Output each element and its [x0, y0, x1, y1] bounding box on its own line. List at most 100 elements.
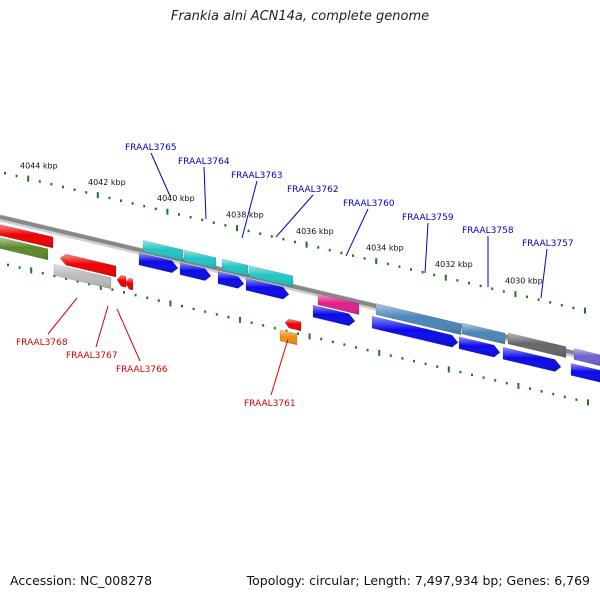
scale-tick [239, 316, 241, 323]
accession-text: Accession: NC_008278 [10, 573, 153, 588]
scale-tick [85, 191, 88, 194]
scale-tick [517, 382, 520, 389]
scale-tick [584, 307, 586, 314]
scale-tick [514, 291, 517, 298]
scale-tick [18, 266, 21, 269]
scale-tick [549, 301, 552, 304]
label-leader [95, 305, 109, 348]
gene-highlight [180, 262, 211, 281]
label-leader [275, 194, 314, 238]
scale-tick [189, 215, 192, 219]
gene-label-bottom: FRAAL3766 [116, 365, 168, 375]
scale-tick [482, 376, 485, 379]
scale-tick [444, 274, 447, 281]
scale-tick [505, 381, 508, 385]
label-leader [345, 208, 369, 257]
scale-tick [111, 288, 114, 291]
gene-highlight [222, 259, 248, 277]
scale-tick [27, 175, 30, 182]
label-leader [424, 222, 429, 274]
scale-tick [317, 246, 320, 249]
scale-tick [192, 307, 195, 311]
gene-label-top: FRAAL3763 [231, 171, 283, 181]
scale-tick [305, 241, 308, 248]
gene-highlight [60, 254, 116, 277]
scale-tick [282, 237, 285, 241]
scale-tick [537, 298, 540, 301]
scale-tick [273, 326, 276, 330]
scale-tick [76, 280, 79, 283]
scale-tick [62, 185, 64, 189]
scale-tick [529, 387, 531, 390]
gene-highlight [139, 252, 178, 273]
scale-tick [436, 365, 439, 368]
scale-tick [424, 362, 427, 366]
scale-tick [502, 290, 505, 293]
scale-tick [201, 218, 204, 222]
gene-label-bottom: FRAAL3767 [66, 351, 118, 361]
scale-tick [494, 379, 497, 382]
scale-tick [587, 399, 589, 406]
scale-tick [540, 390, 543, 393]
scale-tick [331, 340, 334, 344]
gene-highlight [0, 224, 53, 249]
gene-highlight [184, 250, 216, 269]
scale-tick [433, 273, 436, 277]
scale-tick [15, 174, 18, 178]
gene-labels: FRAAL3765FRAAL3764FRAAL3763FRAAL3762FRAA… [16, 143, 574, 409]
scale-tick [285, 329, 288, 333]
gene-label-top: FRAAL3758 [462, 226, 514, 236]
gene-label-top: FRAAL3762 [287, 185, 339, 195]
gene-label-bottom: FRAAL3761 [244, 399, 296, 409]
scale-tick [215, 313, 218, 316]
scale-tick [4, 171, 6, 175]
scale-tick [343, 343, 346, 346]
scale-tick [366, 348, 369, 352]
scale-label: 4032 kbp [435, 260, 473, 269]
gene-highlight [459, 336, 500, 358]
scale-tick [224, 224, 227, 227]
gene-label-top: FRAAL3760 [343, 199, 395, 209]
scale-tick [471, 373, 473, 377]
scale-tick [328, 248, 331, 252]
scale-tick [134, 293, 137, 297]
scale-tick [96, 192, 99, 199]
scale-tick [355, 346, 357, 349]
scale-tick [53, 274, 56, 278]
scale-tick [99, 283, 102, 290]
scale-tick [250, 321, 253, 324]
scale-label: 4038 kbp [226, 211, 264, 220]
label-leader [116, 308, 141, 362]
scale-tick [236, 225, 238, 232]
scale-tick [157, 299, 160, 302]
scale-tick [270, 235, 273, 238]
scale-tick [247, 229, 250, 233]
scale-label: 4036 kbp [296, 227, 334, 236]
gene-highlight [574, 348, 600, 366]
gene-highlight [376, 303, 461, 335]
scale-tick [479, 284, 482, 288]
inner-scale-ticks [7, 263, 589, 406]
scale-tick [259, 232, 262, 235]
topology-text: Topology: circular; Length: 7,497,934 bp… [246, 573, 590, 588]
scale-tick [459, 370, 462, 374]
scale-tick [447, 366, 450, 373]
scale-tick [227, 315, 230, 319]
gene-label-top: FRAAL3759 [402, 213, 454, 223]
scale-tick [294, 240, 296, 244]
scale-tick [468, 281, 470, 285]
scale-tick [398, 265, 401, 268]
scale-tick [375, 258, 378, 265]
scale-tick [154, 207, 157, 211]
gene-highlight [508, 332, 566, 358]
gene-highlight [503, 347, 561, 372]
scale-tick [108, 196, 111, 200]
scale-label: 4034 kbp [366, 244, 404, 253]
label-leader [47, 297, 78, 335]
scale-tick [386, 262, 389, 266]
gene-highlight [246, 278, 289, 300]
scale-tick [308, 333, 311, 340]
scale-tick [352, 254, 354, 257]
scale-tick [389, 354, 392, 357]
scale-tick [166, 208, 169, 215]
